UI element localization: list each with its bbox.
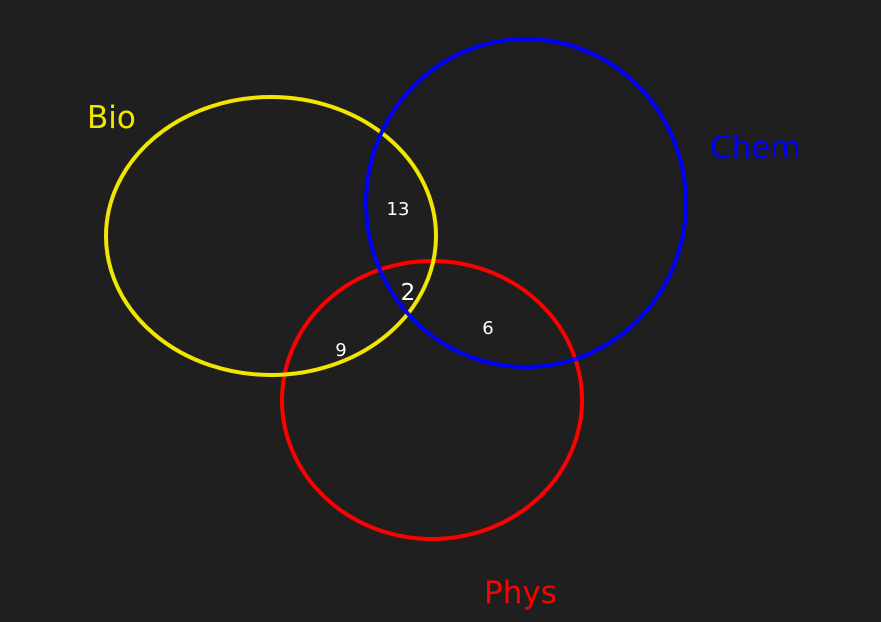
phys-circle — [280, 259, 584, 541]
count-bio-phys: 9 — [335, 340, 346, 361]
count-chem-phys: 6 — [482, 318, 493, 339]
chem-label: Chem — [710, 130, 801, 166]
count-bio-chem: 13 — [387, 199, 410, 220]
bio-circle — [104, 95, 438, 377]
phys-label: Phys — [484, 575, 557, 611]
bio-label: Bio — [87, 100, 136, 136]
count-all-three: 2 — [401, 280, 416, 306]
chem-circle — [364, 37, 688, 369]
